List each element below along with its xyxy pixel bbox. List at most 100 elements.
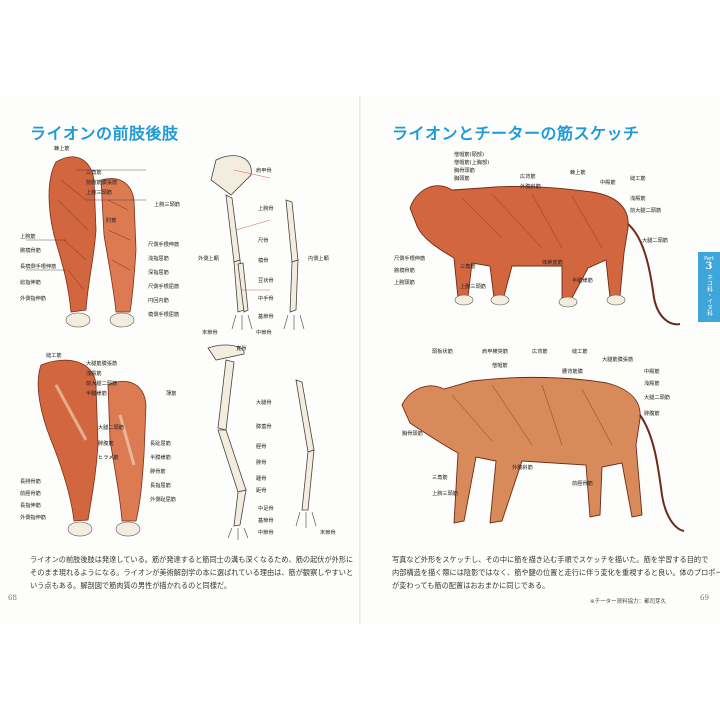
label-pisiform: 豆状骨 [258,276,274,284]
lion-hindlimb-bone-figure: 寛骨 大腿骨 膝蓋骨 脛骨 腓骨 踵骨 距骨 中足骨 基節骨 中節骨 末節骨 [207,344,336,540]
lion-muscle-sketch: 僧帽筋(頸部) 僧帽筋(上胸部) 胸骨頭筋 棘上筋 胸頭筋 広背筋 外腹斜筋 縫… [394,150,681,326]
cheetah-label-5: 中殿筋 [644,367,660,375]
label-fcu: 尺側手根屈筋 [148,282,179,290]
lion-label-12: 三角筋 [460,262,476,270]
label-middle-phalanx-hind: 中節骨 [258,528,274,536]
lion-label-8: 中殿筋 [600,178,616,186]
label-fds: 浅指屈筋 [148,254,169,262]
cheetah-label-11: 三角筋 [432,473,448,481]
cheetah-label-10: 腰背筋膜 [562,367,583,375]
label-semitendinosus: 半腱様筋 [86,389,107,397]
cheetah-label-14: 前脛骨筋 [572,479,593,487]
cheetah-label-1: 肩甲横突筋 [482,347,508,355]
lion-label-7: 縫工筋 [630,174,646,182]
label-fdp: 深指屈筋 [148,268,169,276]
lion-label-2: 胸骨頭筋 [454,166,475,174]
book-gutter [359,96,361,624]
lion-label-18: 半腱様筋 [572,276,593,284]
label-ecrl: 長橈側手根伸筋 [20,262,56,270]
label-metatarsal: 中足骨 [258,504,274,512]
lion-label-3: 棘上筋 [570,168,586,176]
cheetah-label-9: 僧帽筋 [492,361,508,369]
lion-forelimb-bone-figure: 肩甲骨 上腕骨 尺骨 橈骨 豆状骨 中手骨 末節骨 中節骨 基節骨 外側上顆 内… [198,155,330,336]
label-lateral-toe-flexor: 外側趾屈筋 [150,495,176,503]
part-tab: Part 3 ネコ科・イヌ科 [698,252,720,322]
label-fibula: 腓骨 [256,458,266,466]
label-tibia: 脛骨 [256,443,266,450]
left-page-title: ライオンの前肢後肢 [30,124,179,143]
lion-label-10: 前大腿二頭筋 [630,206,661,214]
forelimb-bone-labels: 肩甲骨 上腕骨 尺骨 橈骨 豆状骨 中手骨 末節骨 中節骨 基節骨 外側上顆 内… [198,166,330,336]
label-edl: 長指伸筋 [20,501,41,509]
label-patella: 膝蓋骨 [256,422,272,430]
cheetah-label-7: 大腿二頭筋 [644,393,670,401]
label-triceps-2: 上腕三頭筋 [154,200,180,208]
cheetah-label-8: 胸骨頭筋 [402,429,423,437]
lion-label-5: 広背筋 [520,172,536,180]
label-medial-epicondyle: 内側上顆 [308,254,330,262]
lion-label-11: 大腿二頭筋 [642,236,668,244]
label-pronator: 円回内筋 [148,296,169,304]
label-superficial-gluteal: 浅殿筋 [86,369,102,377]
label-long-toe-flexor: 長趾屈筋 [150,439,171,447]
lion-sketch-labels: 僧帽筋(頸部) 僧帽筋(上胸部) 胸骨頭筋 棘上筋 胸頭筋 広背筋 外腹斜筋 縫… [394,150,668,290]
cheetah-label-6: 浅殿筋 [644,379,660,387]
lion-label-0: 僧帽筋(頸部) [454,150,484,158]
cheetah-credit: ※チーター資料協力：都司芽久 [590,599,667,605]
label-soleus: ヒラメ筋 [98,453,119,461]
label-semimembranosus: 半膜様筋 [150,453,171,461]
part-tab-prefix: Part [704,256,714,262]
label-ecu: 尺側手根伸筋 [148,240,179,248]
label-gracilis: 薄筋 [166,389,176,397]
left-body-line-1: ライオンの前肢後肢は発達している。筋が発達すると筋同士の溝も深くなるため、筋の起… [30,555,354,564]
label-brachioradialis: 腕橈骨筋 [20,246,41,254]
label-humerus: 上腕骨 [258,204,274,212]
label-ced: 総指伸筋 [20,278,41,286]
part-tab-number: 3 [705,261,713,272]
left-page-number: 68 [8,594,17,602]
label-peroneus: 腓骨筋 [150,467,166,475]
label-gastrocnemius: 腓腹筋 [98,439,114,447]
label-radius: 橈骨 [258,256,268,264]
label-fcr: 橈側手根屈筋 [148,310,179,318]
lion-label-15: 尺側手根伸筋 [394,254,425,262]
label-proximal-phalanx: 基節骨 [258,312,274,320]
cheetah-muscle-sketch: 頭板状筋 肩甲横突筋 広背筋 縫工筋 大腿筋膜張筋 中殿筋 浅殿筋 大腿二頭筋 … [401,347,685,532]
left-body-line-2: そのまま現れるようになる。ライオンが美術解剖学の本に選ばれている理由は、筋が観察… [30,568,354,577]
label-brachialis: 上腕筋 [20,232,36,240]
cheetah-label-4: 大腿筋膜張筋 [602,355,633,363]
right-body-line-1: 写真など外形をスケッチし、その中に筋を描き込む手順でスケッチを描いた。筋を学習す… [392,555,709,564]
label-proximal-phalanx-hind: 基節骨 [258,516,274,524]
lion-label-4: 胸頭筋 [454,174,470,182]
label-led-hind: 外側指伸筋 [20,513,46,521]
cheetah-label-13: 外腹斜筋 [512,463,533,471]
cheetah-label-12: 上腕三頭筋 [432,489,458,497]
label-scapula: 肩甲骨 [256,166,272,174]
lion-label-14: 体幹皮筋 [542,258,563,266]
label-ulna: 尺骨 [258,237,268,244]
label-tensor: 前腕筋膜張筋 [86,178,117,186]
label-peroneus-longus: 長腓骨筋 [20,477,41,485]
label-distal-phalanx-hind: 末節骨 [320,528,336,536]
label-distal-phalanx: 末節骨 [202,328,218,336]
label-front-biceps: 前大腿二頭筋 [86,379,117,387]
label-tfl: 大腿筋膜張筋 [86,359,117,367]
lion-label-16: 腕橈骨筋 [394,266,415,274]
part-tab-label: ネコ科・イヌ科 [705,274,713,316]
hindlimb-muscle-labels: 縫工筋 大腿筋膜張筋 浅殿筋 前大腿二頭筋 半腱様筋 大腿二頭筋 薄筋 腓腹筋 … [20,351,176,521]
cheetah-label-2: 広背筋 [532,347,548,355]
label-supraspinatus: 棘上筋 [54,144,70,152]
lion-label-17: 上腕頭筋 [394,278,415,286]
right-page-number: 69 [700,594,709,602]
left-page-body-text: ライオンの前肢後肢は発達している。筋が発達すると筋同士の溝も深くなるため、筋の起… [30,553,354,592]
label-metacarpal: 中手骨 [258,294,274,302]
label-biceps-femoris: 大腿二頭筋 [98,423,124,431]
label-tibialis-anterior: 前脛骨筋 [20,489,41,497]
lion-label-9: 浅殿筋 [630,194,646,202]
label-deltoid: 三角筋 [86,168,102,176]
label-coxal: 寛骨 [236,344,246,352]
lion-label-13: 上腕三頭筋 [460,282,486,290]
lion-hindlimb-muscle-figure: 縫工筋 大腿筋膜張筋 浅殿筋 前大腿二頭筋 半腱様筋 大腿二頭筋 薄筋 腓腹筋 … [20,351,176,537]
forelimb-muscle-labels: 棘上筋 三角筋 前腕筋膜張筋 上腕三頭筋 上腕筋 腕橈骨筋 長橈側手根伸筋 総指… [20,144,180,318]
label-sartorius: 縫工筋 [46,351,62,359]
